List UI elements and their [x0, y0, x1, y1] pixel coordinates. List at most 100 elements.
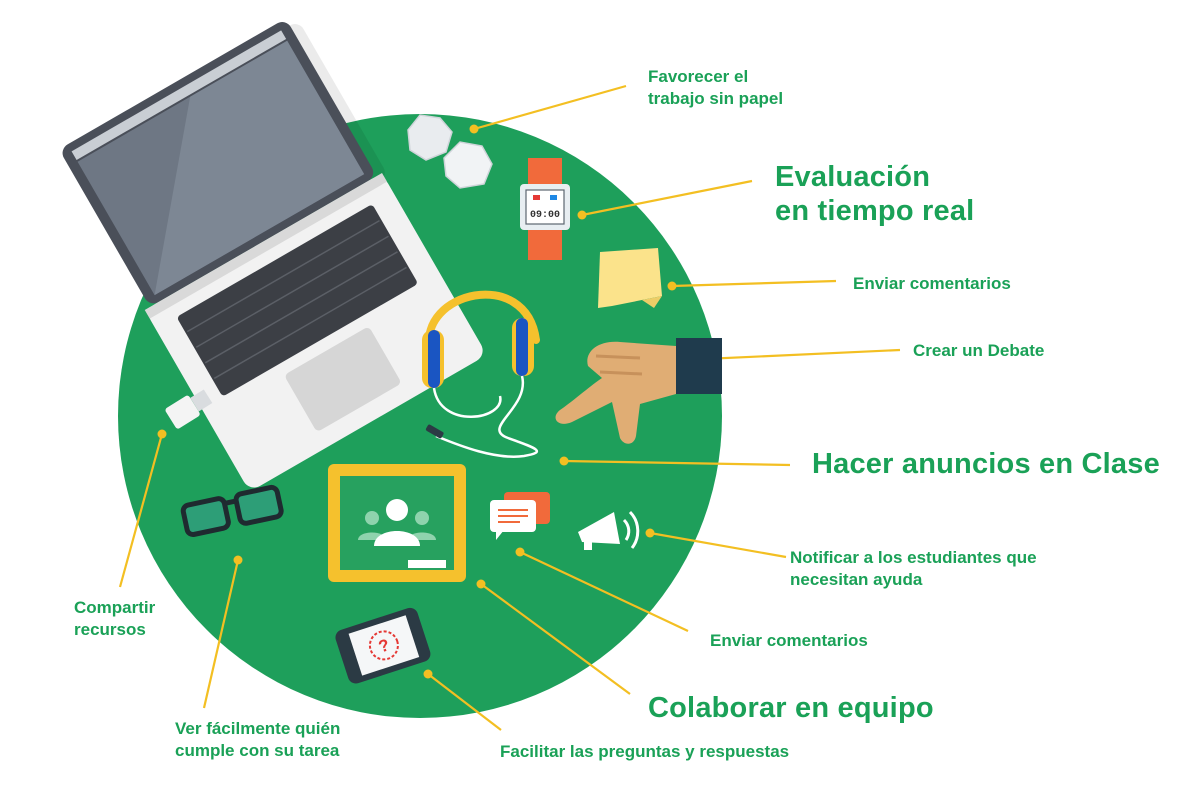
key-row [213, 266, 407, 380]
connector-collaborate [480, 583, 631, 695]
connector-announcements [563, 459, 791, 467]
connector-questions [427, 673, 502, 731]
chat-lines [498, 509, 528, 523]
connector-dot [469, 124, 479, 134]
label-resources: Compartir recursos [74, 597, 155, 642]
key-row [204, 251, 398, 364]
sticky-note-icon [598, 248, 662, 308]
watch-indicator-blue [550, 195, 557, 200]
student-left-head [365, 511, 379, 525]
connector-dot [667, 281, 677, 291]
label-notify-line1: Notificar a los estudiantes que [790, 548, 1037, 567]
label-resources-line2: recursos [74, 620, 146, 640]
label-questions: Facilitar las preguntas y respuestas [500, 742, 790, 761]
megaphone-wave-2 [628, 510, 640, 549]
headphones-plug [425, 424, 444, 439]
hand-palm [555, 341, 676, 444]
label-paperless: Favorecer el trabajo sin papel [648, 66, 783, 111]
connector-dot [515, 547, 525, 557]
watch-strap-bottom [528, 226, 562, 260]
headphones-right-speaker [516, 318, 528, 376]
classroom-board-icon [328, 464, 466, 582]
connector-homework [202, 559, 240, 709]
board-surface [340, 476, 454, 570]
connector-dot [476, 579, 486, 589]
paper-ball-2 [443, 141, 493, 189]
laptop-icon [62, 22, 483, 488]
board-eraser [408, 560, 446, 568]
connector-dots [157, 124, 709, 679]
laptop-trackpad [285, 327, 400, 431]
megaphone-handle [584, 540, 592, 550]
connector-dot [559, 456, 569, 466]
crumpled-paper-icon [407, 114, 493, 189]
headphones-band [425, 290, 540, 354]
connector-feedback-bottom [519, 551, 689, 632]
connector-lines [118, 84, 901, 731]
glasses-bridge [223, 498, 237, 506]
phone-screen [348, 615, 420, 676]
connector-feedback-top [671, 279, 837, 288]
headphones-left-speaker [428, 330, 440, 388]
watch-face [525, 189, 565, 225]
label-feedback-top: Enviar comentarios [853, 274, 1011, 293]
watch-strap-top [528, 158, 562, 186]
laptop-screen-toolbar [71, 30, 287, 160]
label-evaluation-line2: en tiempo real [775, 195, 975, 228]
hand-finger-shade [595, 354, 643, 376]
watch-icon: 09:00 [520, 158, 570, 260]
label-collaborate: Colaborar en equipo [648, 692, 934, 724]
headphones-icon [422, 290, 540, 458]
usb-body [165, 395, 200, 429]
connector-evaluation [581, 179, 753, 217]
label-homework-line2: cumple con su tarea [175, 741, 340, 761]
student-right-head [415, 511, 429, 525]
connector-dot [157, 429, 167, 439]
chat-bubble-tail [496, 530, 504, 540]
megaphone-body [578, 512, 620, 544]
glasses-left-lens [180, 496, 231, 538]
key-row [186, 220, 380, 333]
laptop-keyboard [177, 205, 417, 396]
megaphone-wave-1 [622, 518, 631, 541]
label-announcements: Hacer anuncios en Clase [812, 448, 1160, 480]
connector-dot [423, 669, 433, 679]
label-debate: Crear un Debate [913, 341, 1045, 360]
teacher-body [374, 531, 420, 546]
usb-drive-icon [165, 389, 213, 429]
label-resources-line1: Compartir [74, 598, 156, 617]
label-paperless-line2: trabajo sin papel [648, 89, 784, 109]
label-paperless-line1: Favorecer el [648, 67, 749, 86]
hand-cuff [676, 338, 722, 394]
label-homework: Ver fácilmente quién cumple con su tarea [175, 718, 340, 763]
chat-icon [490, 492, 550, 540]
laptop-hinge [144, 173, 388, 319]
laptop-screen-glare [154, 40, 365, 296]
headphones-cable [432, 375, 538, 458]
connector-debate [703, 348, 901, 361]
connector-resources [118, 433, 164, 588]
connector-dot [577, 210, 587, 220]
glasses-icon [180, 484, 284, 538]
label-notify-line2: necesitan ayuda [790, 570, 923, 590]
label-feedback-bottom: Enviar comentarios [710, 631, 868, 650]
label-evaluation-line1: Evaluación [775, 161, 931, 193]
connector-notify [649, 531, 787, 559]
sticky-note-corner [642, 296, 662, 308]
label-evaluation: Evaluación en tiempo real [775, 160, 974, 228]
watch-time: 09:00 [530, 210, 560, 221]
glasses-right-lens [233, 484, 284, 526]
paper-ball-1 [407, 114, 453, 161]
megaphone-icon [578, 510, 640, 550]
sticky-note-sheet [598, 248, 662, 308]
connector-dot [233, 555, 243, 565]
connector-paperless [473, 84, 627, 131]
key-row [195, 235, 389, 348]
watch-indicator-red [533, 195, 540, 200]
teacher-head [386, 499, 408, 521]
phone-icon: ? [335, 607, 431, 684]
label-notify: Notificar a los estudiantes que necesita… [790, 547, 1037, 592]
label-homework-line1: Ver fácilmente quién [175, 719, 341, 738]
connector-dot [645, 528, 655, 538]
